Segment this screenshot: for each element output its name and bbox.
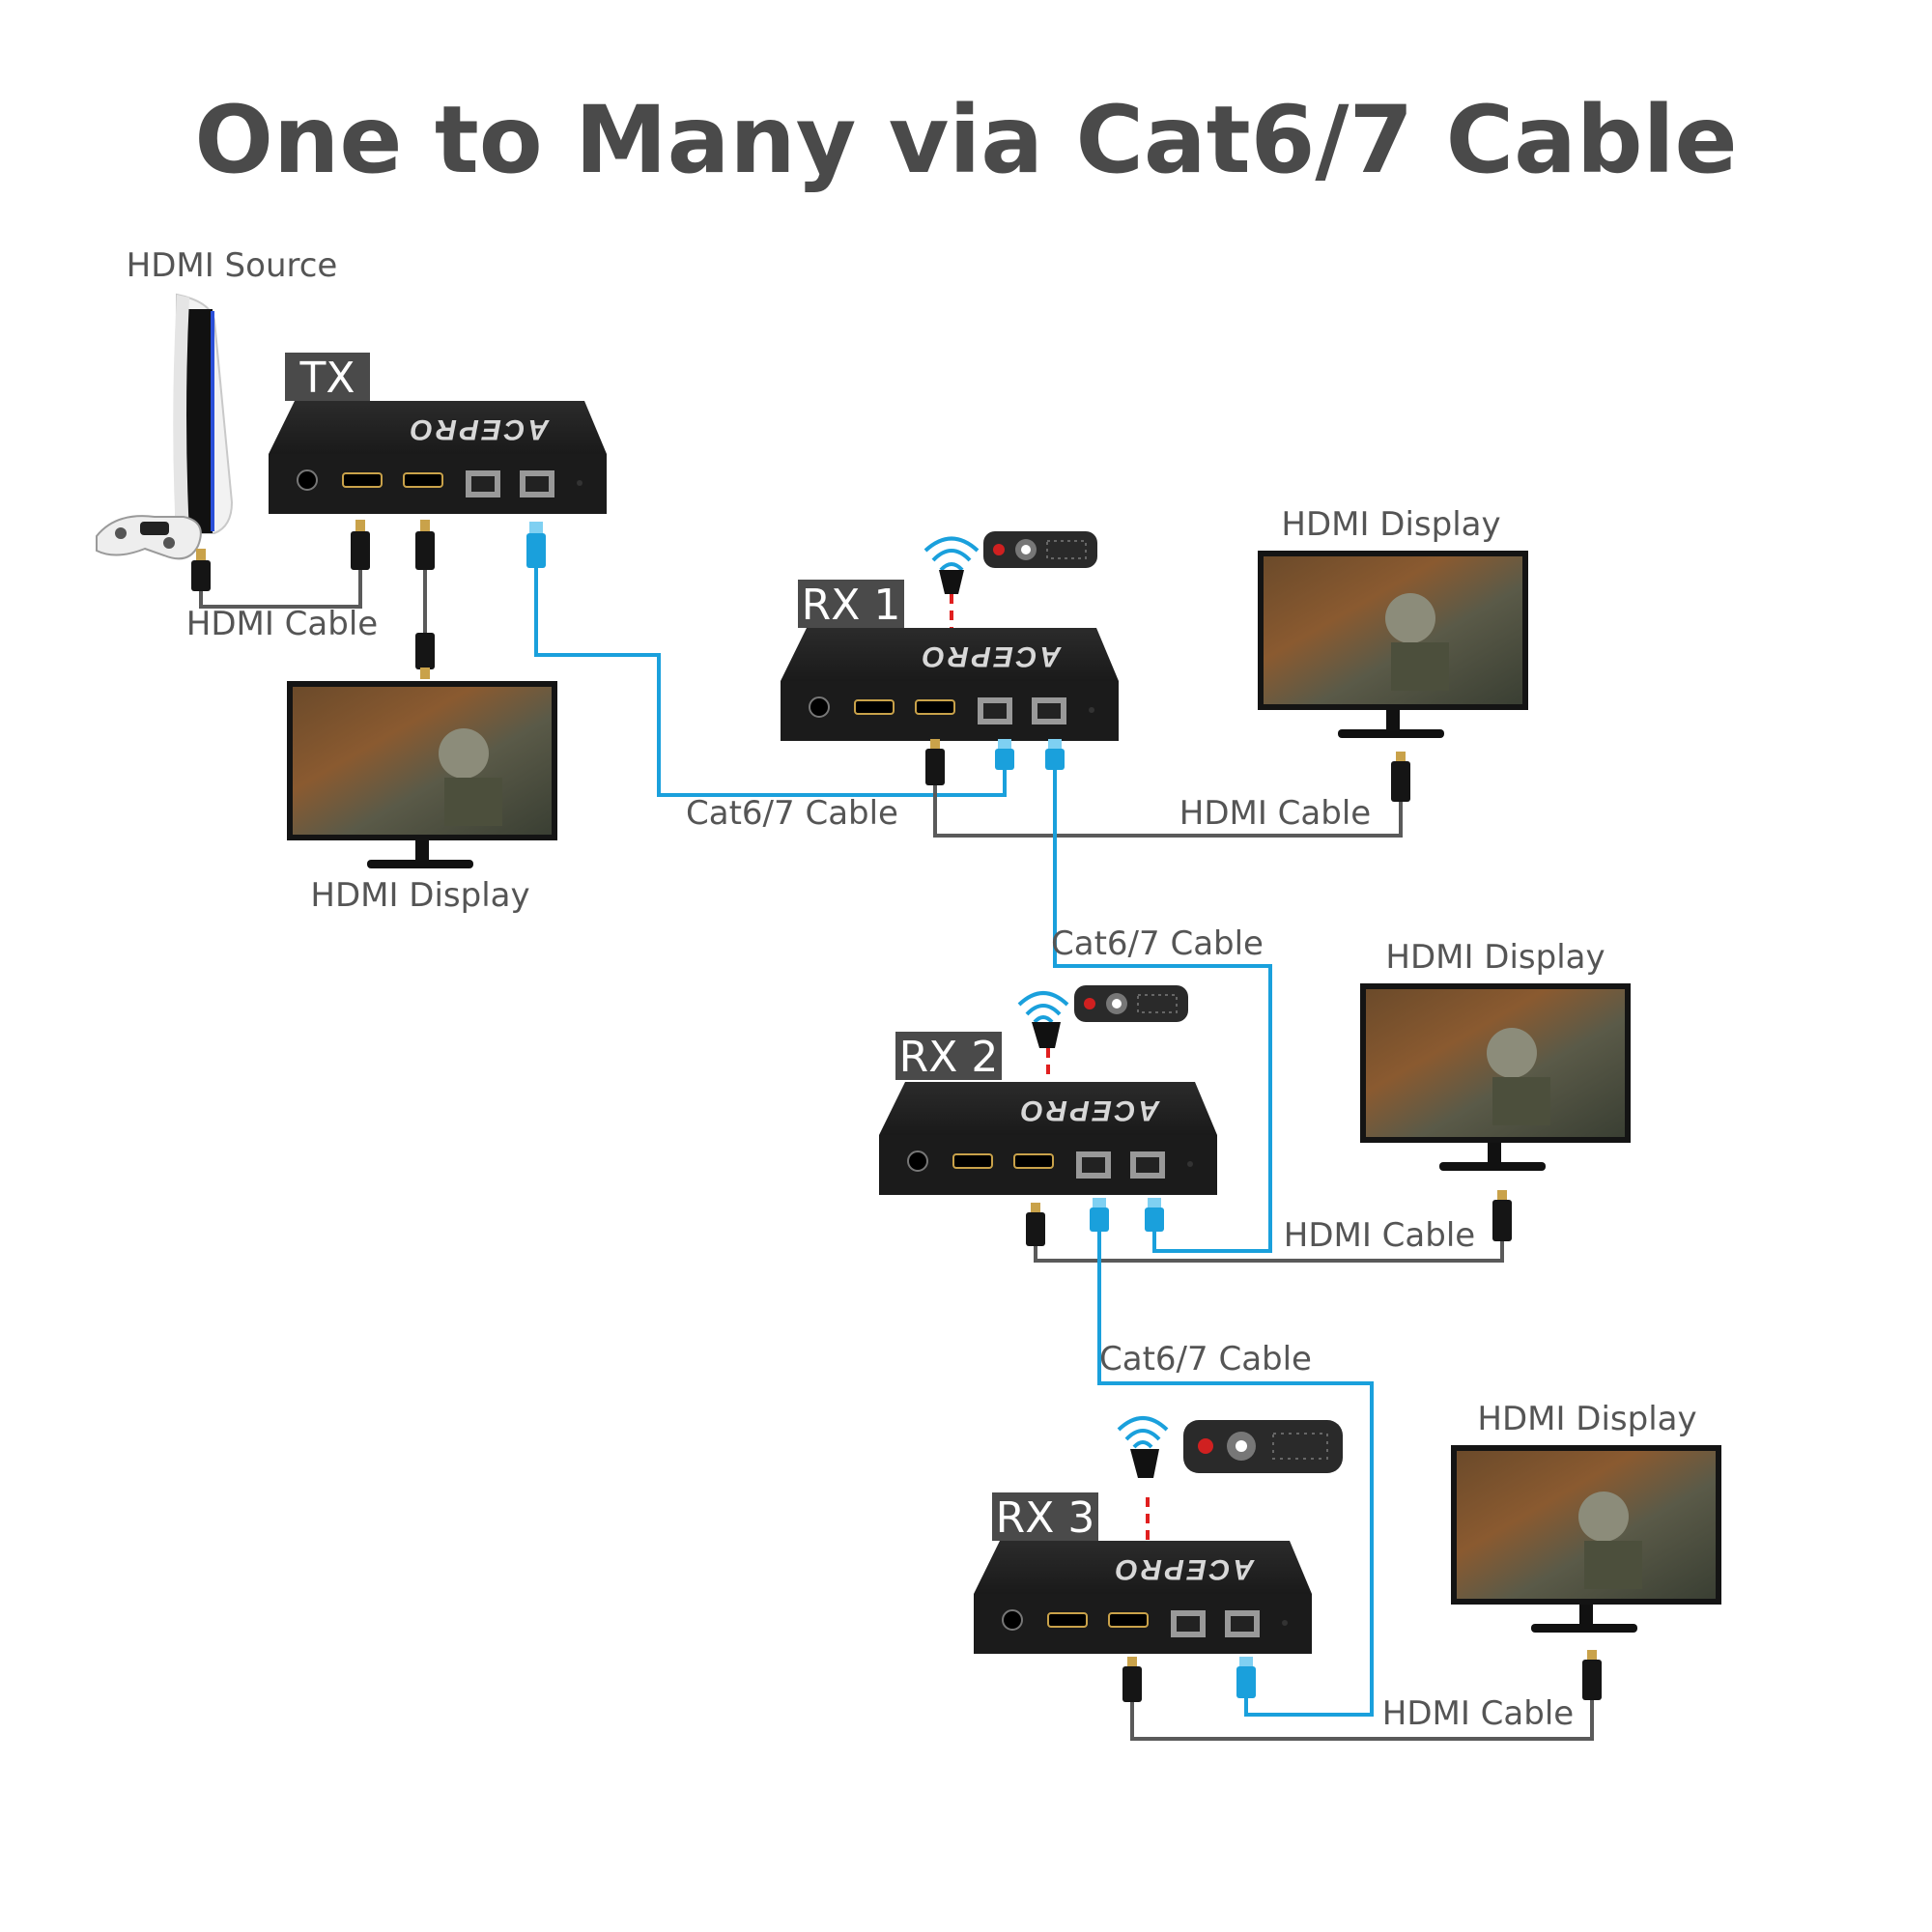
rx3-brand-logo: ACEPRO: [1113, 1553, 1255, 1585]
rx2-extender: ACEPRO: [879, 1082, 1217, 1195]
source-label: HDMI Source: [127, 246, 338, 285]
rx2-tag-label: RX 2: [899, 1033, 999, 1082]
rj45-plug-icon: [526, 522, 546, 568]
ir-receiver-icon: [939, 570, 964, 594]
monitor-icon: [287, 681, 557, 868]
rj45-plug-icon: [995, 739, 1014, 770]
tx-brand-logo: ACEPRO: [408, 413, 550, 445]
display-label-rx1: HDMI Display: [1281, 505, 1500, 544]
tx-tag-label: TX: [298, 354, 355, 403]
hdmi-plug-icon: [351, 520, 370, 570]
hdmi-cable-rx3-display: [1130, 1700, 1594, 1741]
rx1-extender: ACEPRO: [781, 628, 1119, 741]
hdmi-plug-icon: [925, 739, 945, 785]
wireless-signal-icon: [923, 536, 980, 572]
tx-tag: [285, 353, 370, 401]
display-label-rx3: HDMI Display: [1477, 1400, 1696, 1438]
hdmi-plug-icon: [415, 520, 435, 570]
hdmi-cable-rx1-display: [933, 785, 1403, 838]
rx2-tag: [895, 1032, 1002, 1080]
rx1-tag-label: RX 1: [802, 581, 901, 630]
hdmi-cable-rx2-display: [1034, 1241, 1504, 1263]
cat-cable-rx2-rx3: [1097, 1232, 1374, 1717]
hdmi-cable-label-rx3: HDMI Cable: [1382, 1694, 1574, 1733]
cat-cable-label-3: Cat6/7 Cable: [1099, 1340, 1312, 1378]
cat-cable-label-2: Cat6/7 Cable: [1051, 924, 1264, 963]
rx3-extender: ACEPRO: [974, 1541, 1312, 1654]
ir-receiver-icon: [1032, 1022, 1061, 1048]
rx1-tag: [798, 580, 904, 628]
cat-cable-tx-rx1: [534, 568, 1007, 797]
monitor-icon: [1258, 551, 1528, 738]
hdmi-cable-label-tx: HDMI Cable: [186, 605, 378, 643]
display-label-tx: HDMI Display: [310, 876, 529, 915]
game-controller-icon: [96, 515, 202, 560]
rx1-brand-logo: ACEPRO: [920, 640, 1062, 672]
wireless-signal-icon: [1117, 1416, 1169, 1449]
hdmi-plug-icon: [415, 633, 435, 679]
hdmi-out-port: [403, 472, 443, 488]
ir-receiver-icon: [1130, 1449, 1159, 1478]
hdmi-plug-icon: [1122, 1657, 1142, 1702]
rx3-tag: [992, 1492, 1098, 1541]
diagram-title: One to Many via Cat6/7 Cable: [194, 86, 1737, 194]
hdmi-cable-label-rx2: HDMI Cable: [1284, 1216, 1475, 1255]
hdmi-in-port: [342, 472, 383, 488]
rx3-tag-label: RX 3: [996, 1493, 1095, 1543]
dc-power-port: [297, 469, 318, 491]
hdmi-cable-label-rx1: HDMI Cable: [1179, 794, 1371, 833]
remote-control-icon: [1183, 1420, 1343, 1473]
hdmi-cable-source-tx: [199, 570, 362, 609]
monitor-icon: [1451, 1445, 1721, 1633]
hdmi-plug-icon: [191, 549, 211, 591]
rj45-plug-icon: [1045, 739, 1065, 770]
rx2-brand-logo: ACEPRO: [1018, 1094, 1160, 1126]
rj45-plug-icon: [1236, 1657, 1256, 1698]
cat-cable-rx1-rx2: [1053, 770, 1272, 1253]
remote-control-icon: [1074, 985, 1188, 1022]
rj45-plug-icon: [1145, 1198, 1164, 1232]
cat-cable-label-1: Cat6/7 Cable: [686, 794, 898, 833]
hdmi-plug-icon: [1391, 752, 1410, 802]
remote-control-icon: [983, 531, 1097, 568]
display-label-rx2: HDMI Display: [1385, 938, 1605, 977]
game-console-icon: [173, 293, 234, 534]
rj45-plug-icon: [1090, 1198, 1109, 1232]
hdmi-plug-icon: [1026, 1203, 1045, 1246]
hdmi-plug-icon: [1492, 1190, 1512, 1241]
monitor-icon: [1360, 983, 1631, 1171]
tx-extender: TX ACEPRO: [269, 353, 607, 514]
hdmi-plug-icon: [1582, 1650, 1602, 1700]
wireless-signal-icon: [1017, 991, 1069, 1024]
